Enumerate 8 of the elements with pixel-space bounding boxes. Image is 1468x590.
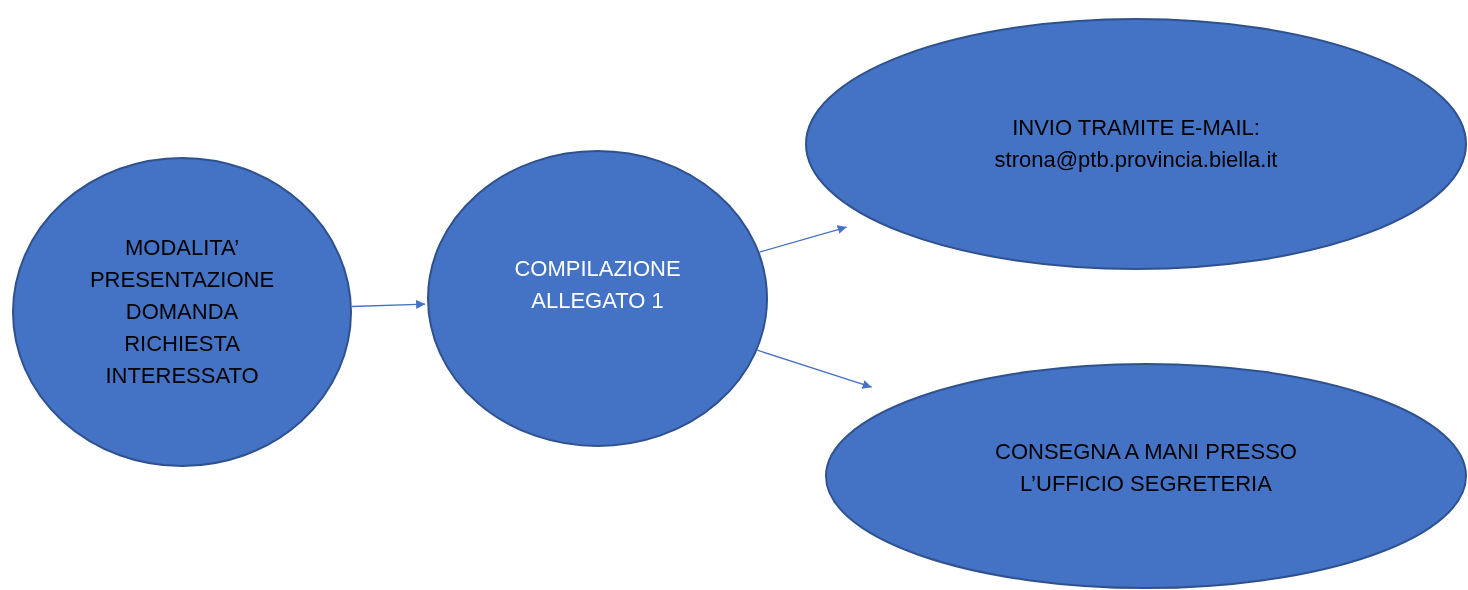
node-text: INVIO TRAMITE E-MAIL: [1012,114,1260,143]
node-text: strona@ptb.provincia.biella.it [994,146,1278,174]
arrow [351,299,426,309]
node-text: CONSEGNA A MANI PRESSO L’UFFICIO SEGRETERIA [994,438,1298,498]
node-text: MODALITA’ PRESENTAZIONE DOMANDA RICHIESTA INTERESSATO [88,234,276,390]
node-text: COMPILAZIONE ALLEGATO 1 [513,254,682,315]
arrow [758,225,848,253]
arrow [756,349,873,389]
